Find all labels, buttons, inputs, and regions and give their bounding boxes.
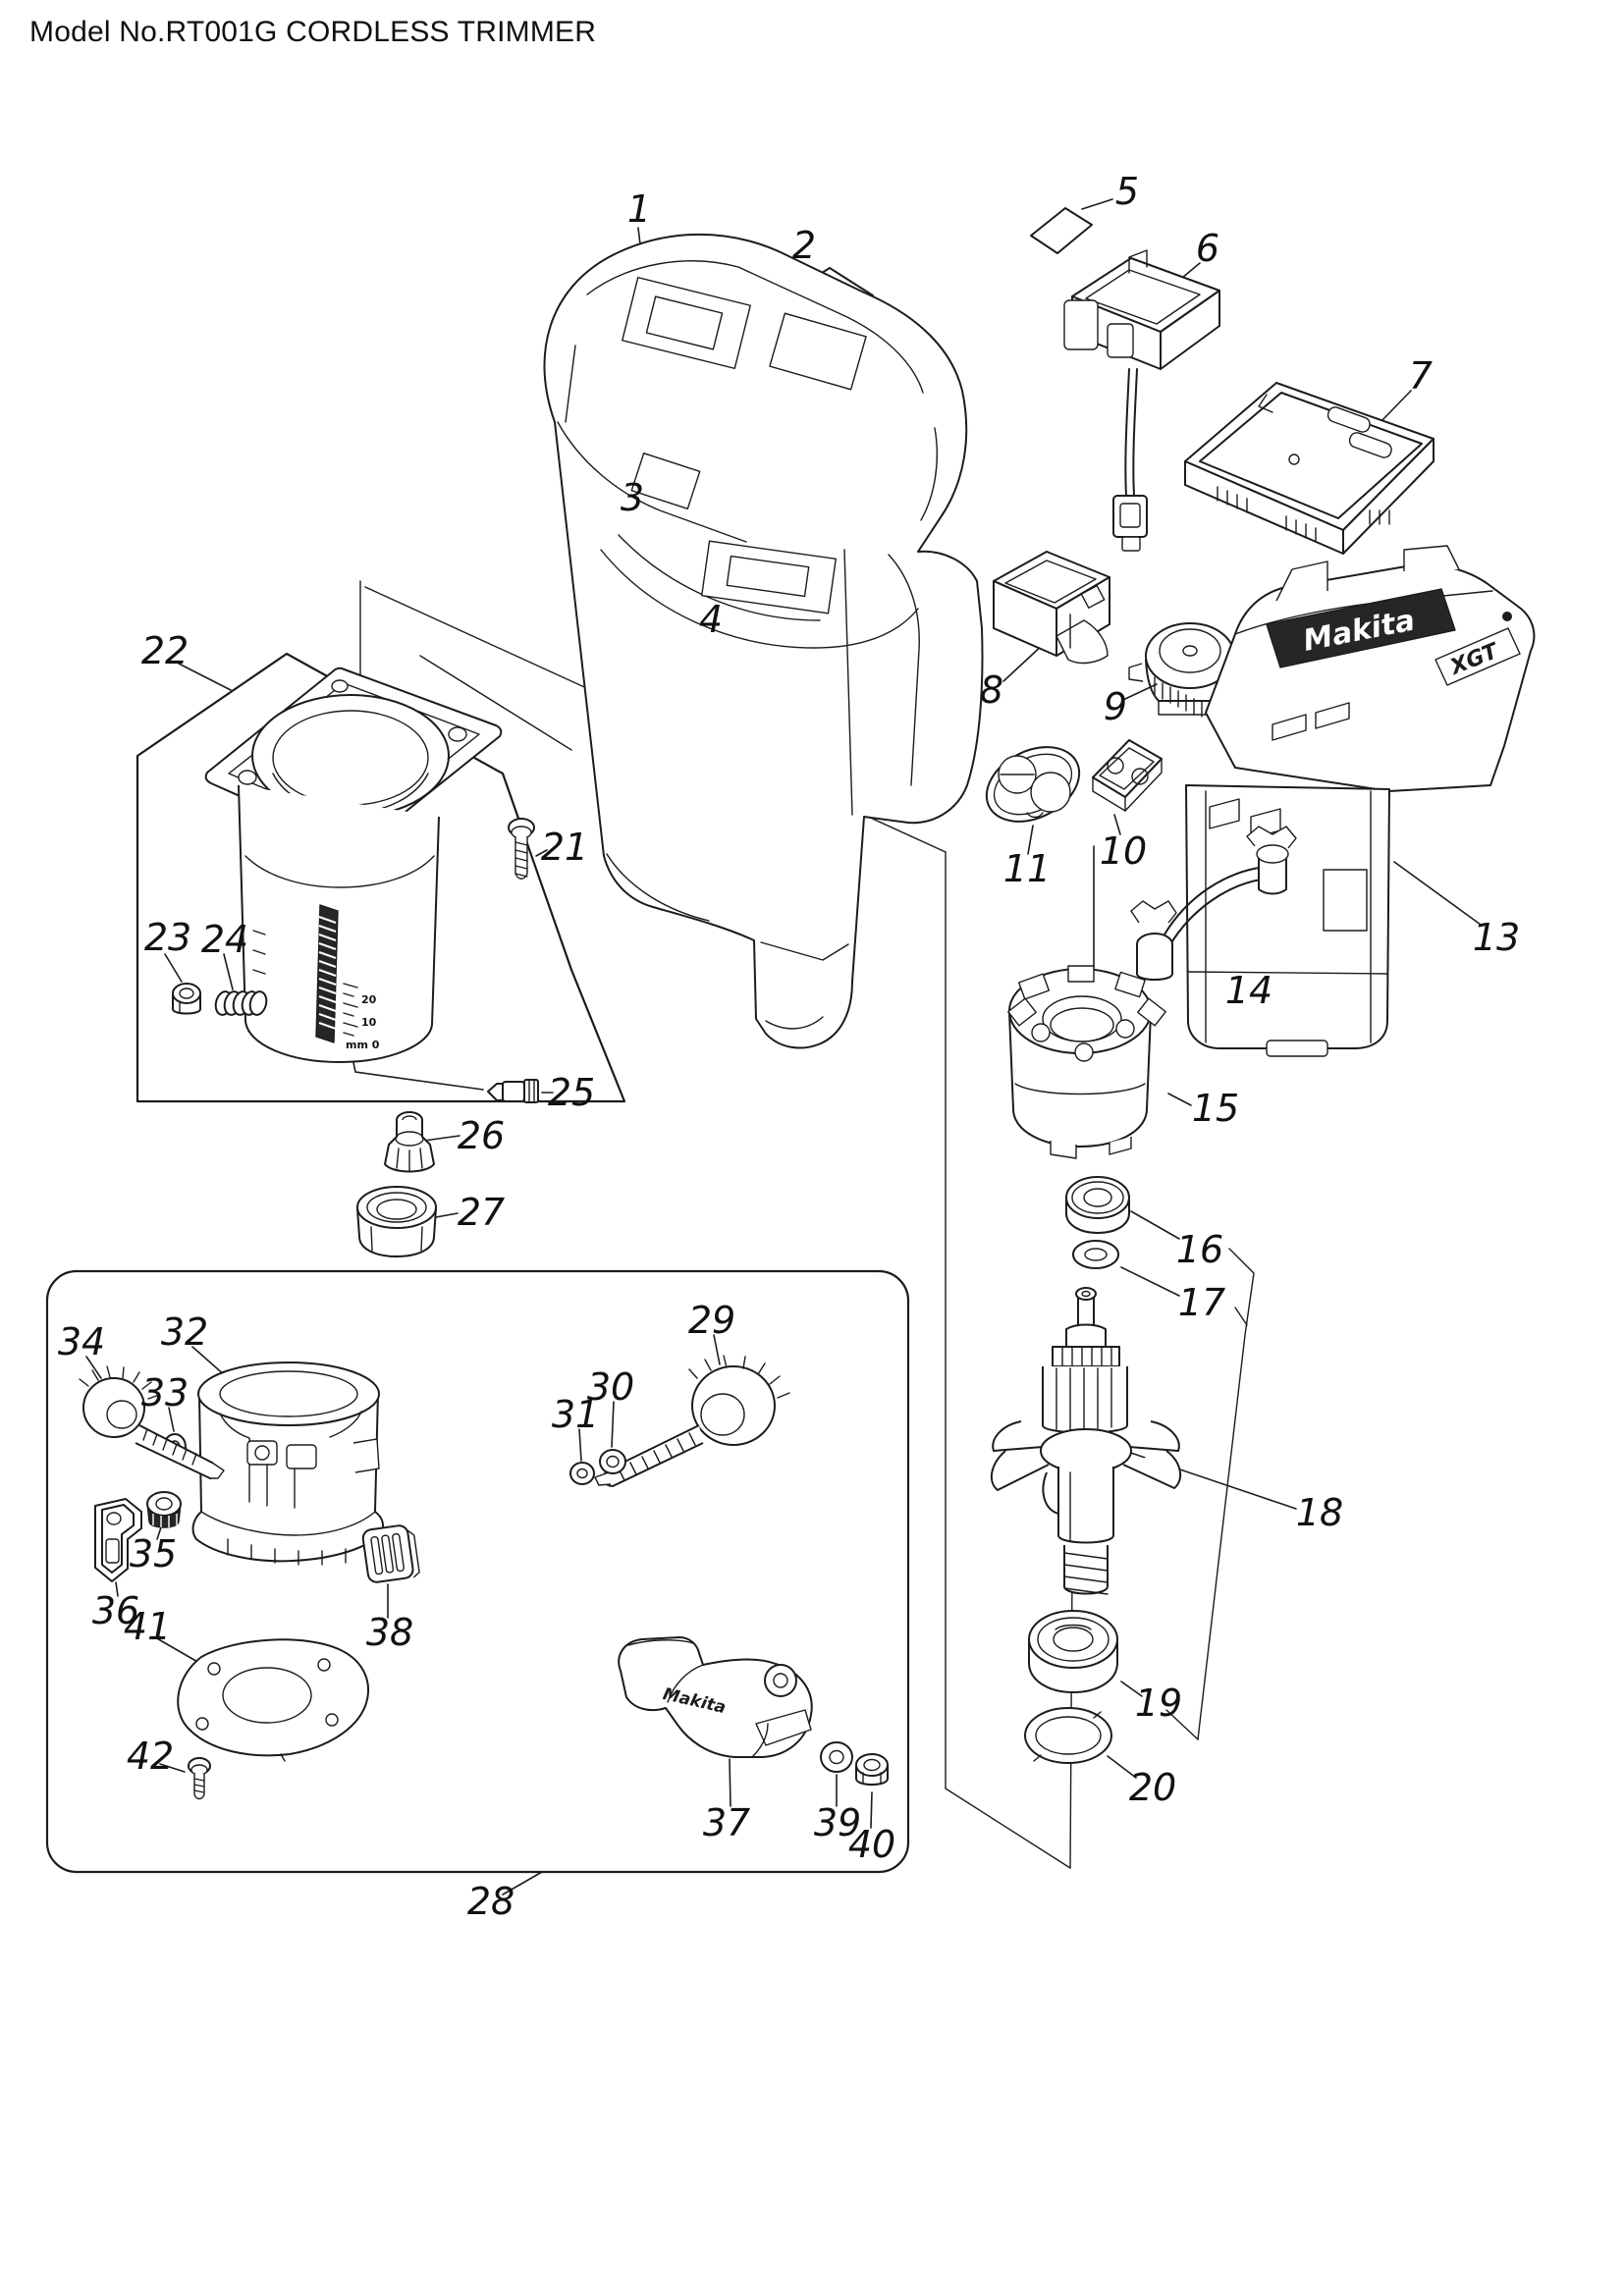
part-24-spring-drawing (214, 990, 268, 1016)
part-7-label: 7 (1409, 354, 1433, 398)
part-19-bearing-drawing (1028, 1610, 1118, 1693)
part-16-bearing-drawing (1065, 1176, 1130, 1234)
part-38-grille-drawing (361, 1524, 420, 1583)
part-17-washer-drawing (1072, 1240, 1119, 1269)
part-33-label: 33 (141, 1371, 189, 1415)
part-4-motor-housing-drawing (543, 233, 984, 1049)
part-6-terminal-block-drawing (1063, 249, 1220, 552)
depth-scale-20: 20 (361, 993, 377, 1006)
group-box-sub-base-assembly (45, 1269, 910, 1874)
part-41-label: 41 (124, 1605, 171, 1648)
part-29-knob-screw-drawing (594, 1355, 790, 1487)
part-21-label: 21 (541, 826, 588, 869)
part-30-washer-drawing (599, 1449, 626, 1474)
part-35-label: 35 (130, 1532, 177, 1575)
part-42-screw-drawing (188, 1757, 211, 1800)
part-27-collet-nut-drawing (356, 1186, 437, 1257)
part-26-collet-cone-drawing (384, 1111, 435, 1173)
part-40-nut-drawing (855, 1753, 889, 1786)
part-36-bracket-drawing (94, 1498, 142, 1582)
association-lines (359, 580, 1255, 1869)
depth-scale-10: 10 (361, 1016, 377, 1029)
page-title: Model No.RT001G CORDLESS TRIMMER (29, 16, 597, 48)
part-7-controller-drawing (1184, 382, 1435, 555)
part-34-label: 34 (58, 1320, 105, 1363)
part-31-label: 31 (552, 1393, 599, 1436)
part-23-label: 23 (144, 916, 191, 959)
part-38-label: 38 (366, 1611, 413, 1654)
group-box-base-assembly (135, 652, 626, 1103)
part-30-label: 30 (587, 1365, 634, 1409)
part-14-lead-wire-drawing (1130, 826, 1297, 981)
part-35-nut-drawing (146, 1491, 182, 1528)
part-19-label: 19 (1135, 1682, 1182, 1725)
part-32-label: 32 (161, 1310, 208, 1354)
part-10-label: 10 (1100, 829, 1147, 873)
part-16-label: 16 (1176, 1228, 1223, 1271)
part-31-washer-drawing (569, 1462, 595, 1485)
part-18-label: 18 (1296, 1491, 1343, 1534)
part-2-label: 2 (792, 224, 816, 267)
part-25-label: 25 (548, 1071, 595, 1114)
part-22-label: 22 (141, 629, 189, 672)
part-26-label: 26 (458, 1114, 505, 1157)
part-1-label: 1 (627, 187, 651, 231)
part-13-label: 13 (1473, 916, 1520, 959)
part-32-clamp-body-drawing (191, 1362, 384, 1566)
part-37-lever-drawing: Makita (618, 1636, 813, 1758)
part-3-label: 3 (621, 476, 644, 519)
part-25-pin-drawing (487, 1079, 539, 1103)
part-28-label: 28 (467, 1880, 514, 1923)
part-39-washer-drawing (820, 1741, 853, 1773)
part-41-base-plate-drawing (177, 1638, 369, 1762)
part-24-label: 24 (201, 918, 248, 961)
part-8-label: 8 (980, 668, 1003, 712)
part-37-label: 37 (703, 1801, 750, 1844)
part-9-label: 9 (1104, 685, 1127, 728)
part-11-label: 11 (1003, 847, 1051, 890)
part-13-motor-assembly-drawing: Makita XGT (1185, 545, 1536, 1057)
part-18-armature-drawing (990, 1287, 1182, 1595)
part-22-base-drawing: 20 10 mm 0 (204, 667, 503, 1063)
part-42-label: 42 (127, 1735, 174, 1778)
part-15-label: 15 (1192, 1087, 1239, 1130)
part-11-button-pad-drawing (985, 746, 1081, 823)
part-number-labels: 1 2 3 4 5 6 7 8 9 10 11 13 14 15 16 17 1… (58, 170, 1520, 1923)
part-39-label: 39 (814, 1801, 861, 1844)
part-20-o-ring-drawing (1024, 1707, 1112, 1764)
part-36-label: 36 (92, 1589, 139, 1632)
part-14-label: 14 (1225, 969, 1272, 1012)
part-4-label: 4 (699, 598, 723, 641)
part-5-label: 5 (1115, 170, 1139, 213)
part-8-switch-drawing (993, 551, 1110, 665)
part-21-screw-drawing (508, 818, 535, 880)
part-10-plate-drawing (1092, 739, 1163, 812)
part-34-knob-screw-drawing (79, 1365, 225, 1479)
part-29-label: 29 (688, 1299, 735, 1342)
part-40-label: 40 (848, 1823, 895, 1866)
part-6-label: 6 (1196, 227, 1219, 270)
part-23-nut-drawing (172, 983, 201, 1015)
part-15-stator-drawing (1007, 965, 1166, 1159)
part-27-label: 27 (458, 1191, 505, 1234)
part-5-label-drawing (1030, 207, 1093, 254)
part-17-label: 17 (1178, 1281, 1225, 1324)
part-20-label: 20 (1129, 1766, 1176, 1809)
depth-scale-mm0: mm 0 (346, 1039, 380, 1051)
